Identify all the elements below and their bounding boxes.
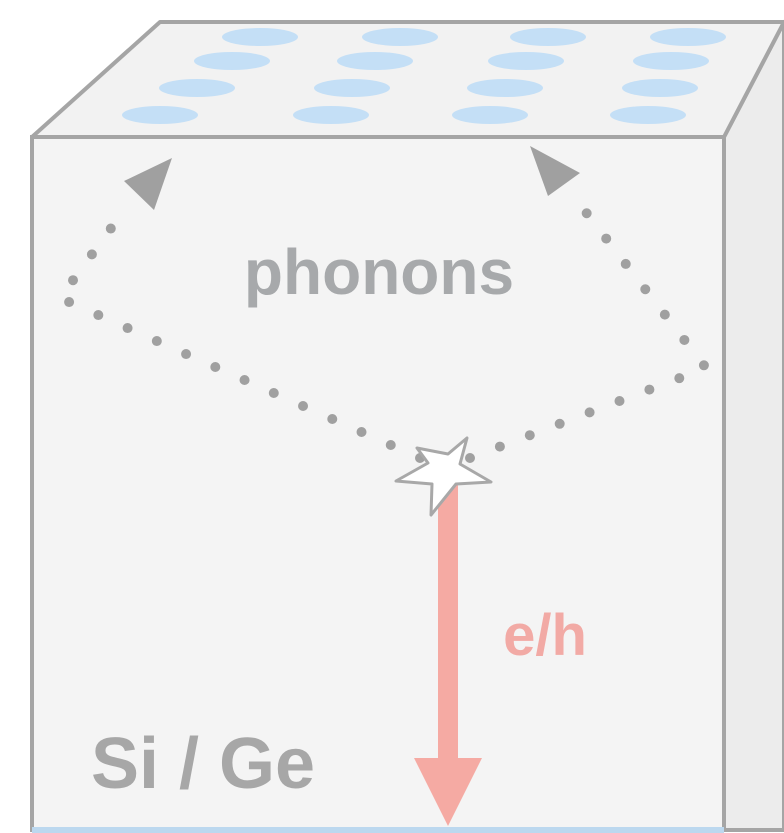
- carrier-arrow: [414, 482, 482, 826]
- sensor-pad: [622, 79, 698, 97]
- sensor-pad: [293, 106, 369, 124]
- carrier-arrowhead-icon: [414, 758, 482, 826]
- sensor-pad: [610, 106, 686, 124]
- cube-front-face: [30, 135, 726, 832]
- material-label: Si / Ge: [91, 724, 315, 804]
- phonon-path-right: [465, 197, 711, 463]
- star-burst-icon: [394, 436, 493, 517]
- sensor-array: [122, 28, 726, 124]
- detector-crystal: [30, 20, 784, 833]
- sensor-pad: [633, 52, 709, 70]
- phonons-label: phonons: [244, 236, 514, 308]
- phonon-arrowhead-icon: [124, 158, 172, 210]
- sensor-pad: [650, 28, 726, 46]
- sensor-pad: [510, 28, 586, 46]
- sensor-pad: [159, 79, 235, 97]
- sensor-pad: [488, 52, 564, 70]
- sensor-pad: [452, 106, 528, 124]
- sensor-pad: [122, 106, 198, 124]
- sensor-pad: [222, 28, 298, 46]
- cube-right-face: [722, 20, 784, 832]
- sensor-pad: [194, 52, 270, 70]
- sensor-pad: [362, 28, 438, 46]
- carrier-label: e/h: [503, 603, 587, 668]
- phonon-arrowhead-icon: [530, 146, 580, 196]
- sensor-pad: [314, 79, 390, 97]
- phonon-path-left: [55, 200, 425, 463]
- sensor-pad: [467, 79, 543, 97]
- sensor-pad: [337, 52, 413, 70]
- phonon-paths: [55, 146, 711, 463]
